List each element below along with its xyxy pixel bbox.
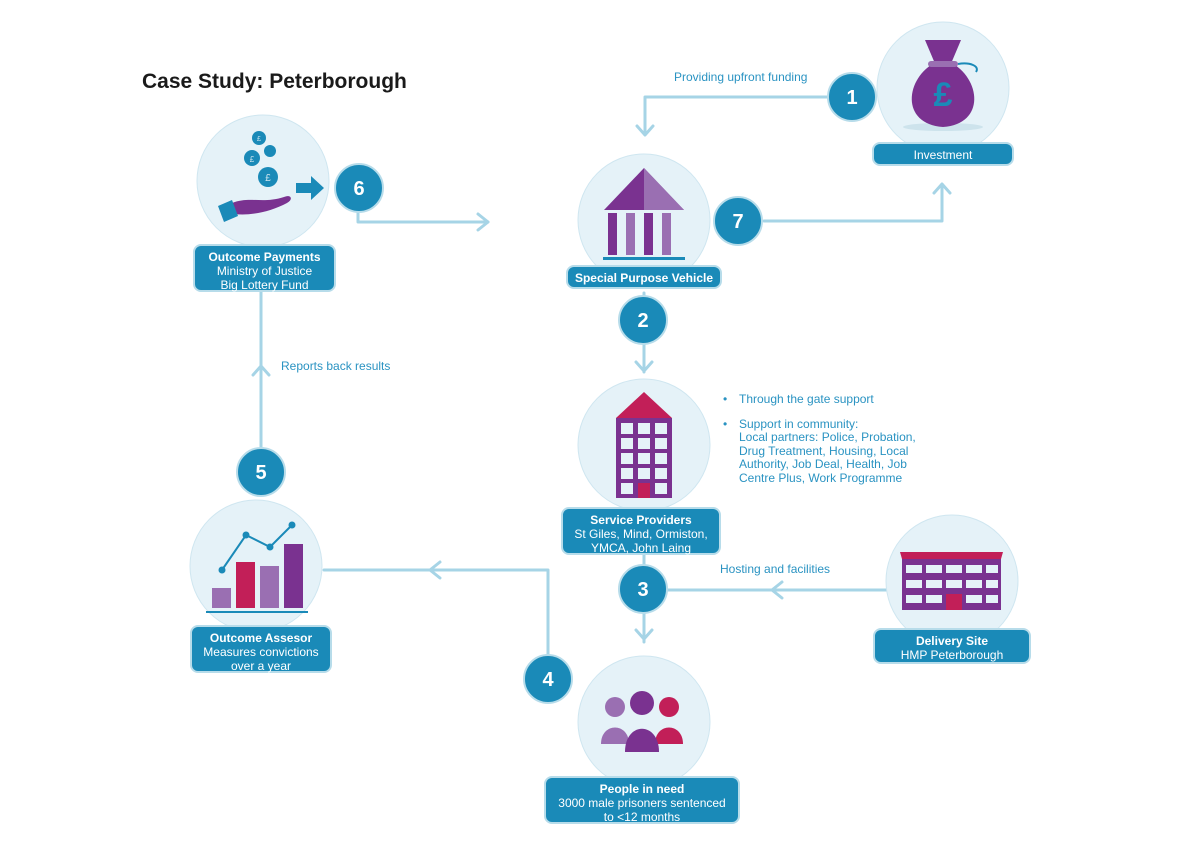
support-bullet-item: Support in community: Local partners: Po… <box>722 416 937 486</box>
support-bullet-list: Through the gate support Support in comm… <box>722 392 937 496</box>
outcome-assessor-label: Outcome Assesor Measures convictions ove… <box>190 625 332 673</box>
service-providers-title: Service Providers <box>590 513 692 527</box>
step-2-marker: 2 <box>618 295 668 345</box>
connector-assessor <box>322 568 550 665</box>
svg-text:6: 6 <box>353 178 364 200</box>
office-building-icon <box>616 392 672 498</box>
service-providers-label: Service Providers St Giles, Mind, Ormist… <box>561 507 721 555</box>
step-1-marker: 1 <box>827 72 877 122</box>
people-group-icon <box>601 691 683 752</box>
support-bullet-text: Drug Treatment, Housing, Local <box>739 443 909 458</box>
outcome-assessor-line-1: Measures convictions <box>203 645 319 659</box>
svg-text:3: 3 <box>637 579 648 601</box>
svg-text:£: £ <box>265 173 271 184</box>
funding-annotation: Providing upfront funding <box>674 70 808 84</box>
outcome-payments-title: Outcome Payments <box>208 250 321 264</box>
svg-text:£: £ <box>250 155 255 164</box>
investment-label: Investment <box>872 142 1014 166</box>
people-title: People in need <box>599 782 685 796</box>
support-bullet-item: Through the gate support <box>722 392 937 407</box>
step-4-marker: 4 <box>523 654 573 704</box>
step-7-marker: 7 <box>713 196 763 246</box>
prison-building-icon <box>900 552 1003 610</box>
delivery-site-title: Delivery Site <box>915 634 989 648</box>
support-bullet-text: Authority, Job Deal, Health, Job <box>739 457 907 471</box>
step-markers: 1 2 3 4 5 6 7 <box>236 72 877 704</box>
svg-text:5: 5 <box>255 462 266 484</box>
people-label: People in need 3000 male prisoners sente… <box>544 776 740 824</box>
spv-title: Special Purpose Vehicle <box>574 271 714 285</box>
spv-label: Special Purpose Vehicle <box>566 265 722 289</box>
step-5-marker: 5 <box>236 447 286 497</box>
svg-text:£: £ <box>934 76 953 114</box>
connectors <box>251 95 952 665</box>
support-bullet-text: Local partners: Police, Probation, <box>739 430 916 444</box>
outcome-assessor-title: Outcome Assesor <box>209 631 313 645</box>
connector-payments <box>356 206 490 224</box>
outcome-assessor-line-2: over a year <box>230 659 292 673</box>
bar-chart-icon <box>206 521 308 613</box>
delivery-site-label: Delivery Site HMP Peterborough <box>873 628 1031 664</box>
support-bullet-text: Centre Plus, Work Programme <box>739 470 903 485</box>
connector-funding <box>643 95 830 136</box>
step-3-marker: 3 <box>618 564 668 614</box>
people-line-1: 3000 male prisoners sentenced <box>558 796 726 810</box>
reports-annotation: Reports back results <box>281 359 391 373</box>
money-bag-icon: £ <box>903 40 983 131</box>
people-line-2: to <12 months <box>603 810 681 824</box>
hand-coins-icon: £ £ £ <box>218 131 324 222</box>
step-6-marker: 6 <box>334 163 384 213</box>
outcome-payments-line-2: Big Lottery Fund <box>220 278 309 292</box>
hosting-annotation: Hosting and facilities <box>720 562 831 576</box>
bank-building-icon <box>603 168 685 260</box>
svg-text:2: 2 <box>637 310 648 332</box>
connector-return <box>762 183 944 223</box>
page-title: Case Study: Peterborough <box>142 70 407 93</box>
outcome-payments-line-1: Ministry of Justice <box>216 264 313 278</box>
svg-text:1: 1 <box>846 87 857 109</box>
outcome-payments-label: Outcome Payments Ministry of Justice Big… <box>193 244 336 292</box>
investment-title: Investment <box>913 148 973 162</box>
svg-text:4: 4 <box>542 669 554 691</box>
svg-text:£: £ <box>257 136 261 143</box>
delivery-site-line-1: HMP Peterborough <box>900 648 1004 662</box>
svg-text:7: 7 <box>732 211 743 233</box>
support-bullet-text: Support in community: <box>739 416 859 431</box>
service-providers-line-2: YMCA, John Laing <box>590 541 692 555</box>
service-providers-line-1: St Giles, Mind, Ormiston, <box>574 527 708 541</box>
support-bullet-text: Through the gate support <box>739 392 874 406</box>
